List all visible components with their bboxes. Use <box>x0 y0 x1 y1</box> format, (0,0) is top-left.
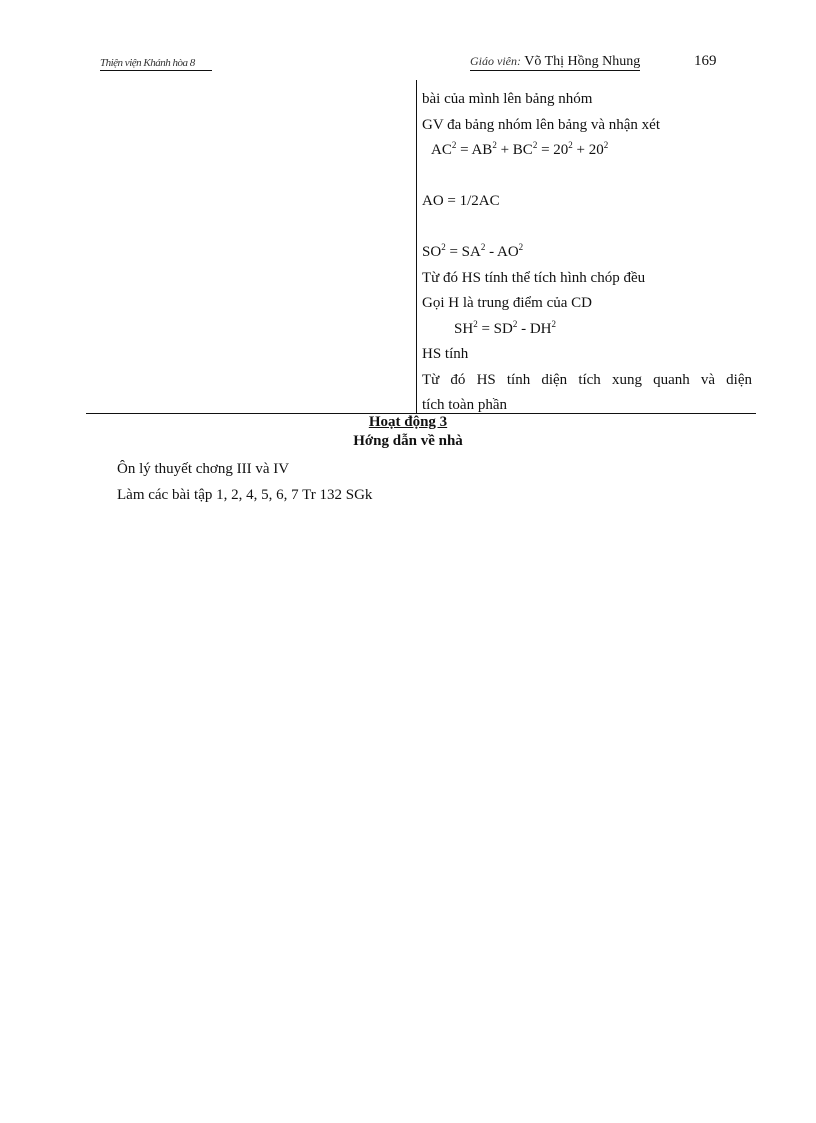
homework-line: Làm các bài tập 1, 2, 4, 5, 6, 7 Tr 132 … <box>117 487 373 503</box>
header-teacher: Giáo viên: Võ Thị Hồng Nhung <box>470 52 641 71</box>
blank-line <box>422 215 752 241</box>
eq-exponent: 2 <box>551 318 557 329</box>
table-right-cell: bài của mình lên bảng nhóm GV đa bảng nh… <box>422 87 752 419</box>
eq-term: SO <box>422 244 442 260</box>
eq-term: + BC <box>500 142 533 158</box>
text-line: GV đa bảng nhóm lên bảng và nhận xét <box>422 116 661 133</box>
header-school: Thiện viện Khánh hòa 8 <box>100 56 212 71</box>
eq-term: = 20 <box>541 142 569 158</box>
eq-exponent: 2 <box>441 242 446 252</box>
eq-term: - AO <box>489 244 519 260</box>
eq-term: = SD <box>481 320 513 337</box>
eq-exponent: 2 <box>512 318 518 329</box>
page-number: 169 <box>694 53 717 69</box>
eq-exponent: 2 <box>492 140 497 150</box>
eq-term: = SA <box>449 244 481 260</box>
eq-exponent: 2 <box>603 140 609 150</box>
eq-term: + 20 <box>576 142 604 158</box>
table-column-divider <box>416 80 417 413</box>
eq-exponent: 2 <box>451 140 457 150</box>
equation-so: SO2 = SA2 - AO2 <box>422 240 752 266</box>
table-bottom-border <box>86 413 756 414</box>
eq-term: = AB <box>460 142 493 158</box>
eq-exponent: 2 <box>518 242 524 252</box>
eq-term: - DH <box>521 320 552 337</box>
eq-exponent: 2 <box>568 140 573 150</box>
equation-ac: AC2 = AB2 + BC2 = 202 + 202 <box>422 138 752 164</box>
homework-section: Ôn lý thuyết chơng III và IV Làm các bài… <box>117 456 372 508</box>
text-line: Gọi H là trung điểm của CD <box>422 295 592 311</box>
eq-exponent: 2 <box>480 242 486 252</box>
teacher-role-label: Giáo viên: <box>470 54 521 68</box>
eq-exponent: 2 <box>532 140 538 150</box>
eq-exponent: 2 <box>473 318 478 329</box>
activity-title: Hoạt động 3 <box>0 413 816 431</box>
text-line: HS tính <box>422 346 469 362</box>
equation-sh: SH2 = SD2 - DH2 <box>422 317 752 343</box>
activity-subtitle: Hớng dẫn về nhà <box>353 433 463 449</box>
text-line: bài của mình lên bảng nhóm <box>422 91 593 107</box>
text-line: Từ đó HS tính diện tích xung quanh và di… <box>422 371 752 388</box>
eq-term: SH <box>454 320 474 337</box>
text-line: Từ đó HS tính thể tích hình chóp đều <box>422 269 646 286</box>
teacher-name: Võ Thị Hồng Nhung <box>524 54 641 69</box>
text-line: tích toàn phần <box>422 397 507 413</box>
blank-line <box>422 164 752 190</box>
eq-term: AC <box>431 142 452 158</box>
activity-title-text: Hoạt động 3 <box>368 414 448 430</box>
homework-line: Ôn lý thuyết chơng III và IV <box>117 461 290 477</box>
equation-ao: AO = 1/2AC <box>422 193 500 209</box>
